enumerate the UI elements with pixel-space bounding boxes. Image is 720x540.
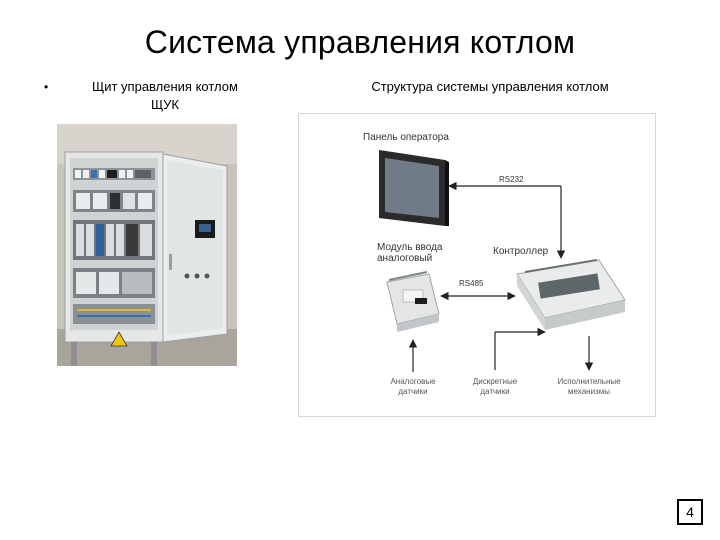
bullet-marker: • xyxy=(44,80,48,94)
page-number: 4 xyxy=(677,499,703,525)
control-cabinet-photo xyxy=(57,124,237,366)
cabinet-caption-line2: ЩУК xyxy=(60,96,270,114)
operator-panel-label: Панель оператора xyxy=(363,132,449,143)
analog-module-label-line1: Модуль ввода xyxy=(377,242,443,253)
analog-module-image xyxy=(387,272,439,332)
cabinet-caption-line1: Щит управления котлом xyxy=(60,78,270,96)
slide-title: Система управления котлом xyxy=(0,22,720,62)
diagram-caption: Структура системы управления котлом xyxy=(330,78,650,96)
discrete-sensors-label-line2: датчики xyxy=(480,387,509,396)
control-structure-diagram: Панель оператора RS232 Модуль ввода анал… xyxy=(298,113,656,417)
analog-sensors-label-line2: датчики xyxy=(398,387,427,396)
actuators-label-line2: механизмы xyxy=(568,387,610,396)
rs232-label: RS232 xyxy=(499,175,524,184)
analog-module-label-line2: аналоговый xyxy=(377,253,432,264)
cabinet-caption: Щит управления котлом ЩУК xyxy=(60,78,270,114)
operator-panel-image xyxy=(379,150,449,226)
controller-label: Контроллер xyxy=(493,246,549,257)
rs485-label: RS485 xyxy=(459,279,484,288)
discrete-sensors-label-line1: Дискретные xyxy=(473,377,518,386)
actuators-label-line1: Исполнительные xyxy=(557,377,621,386)
analog-sensors-label-line1: Аналоговые xyxy=(390,377,436,386)
controller-image xyxy=(517,260,625,330)
